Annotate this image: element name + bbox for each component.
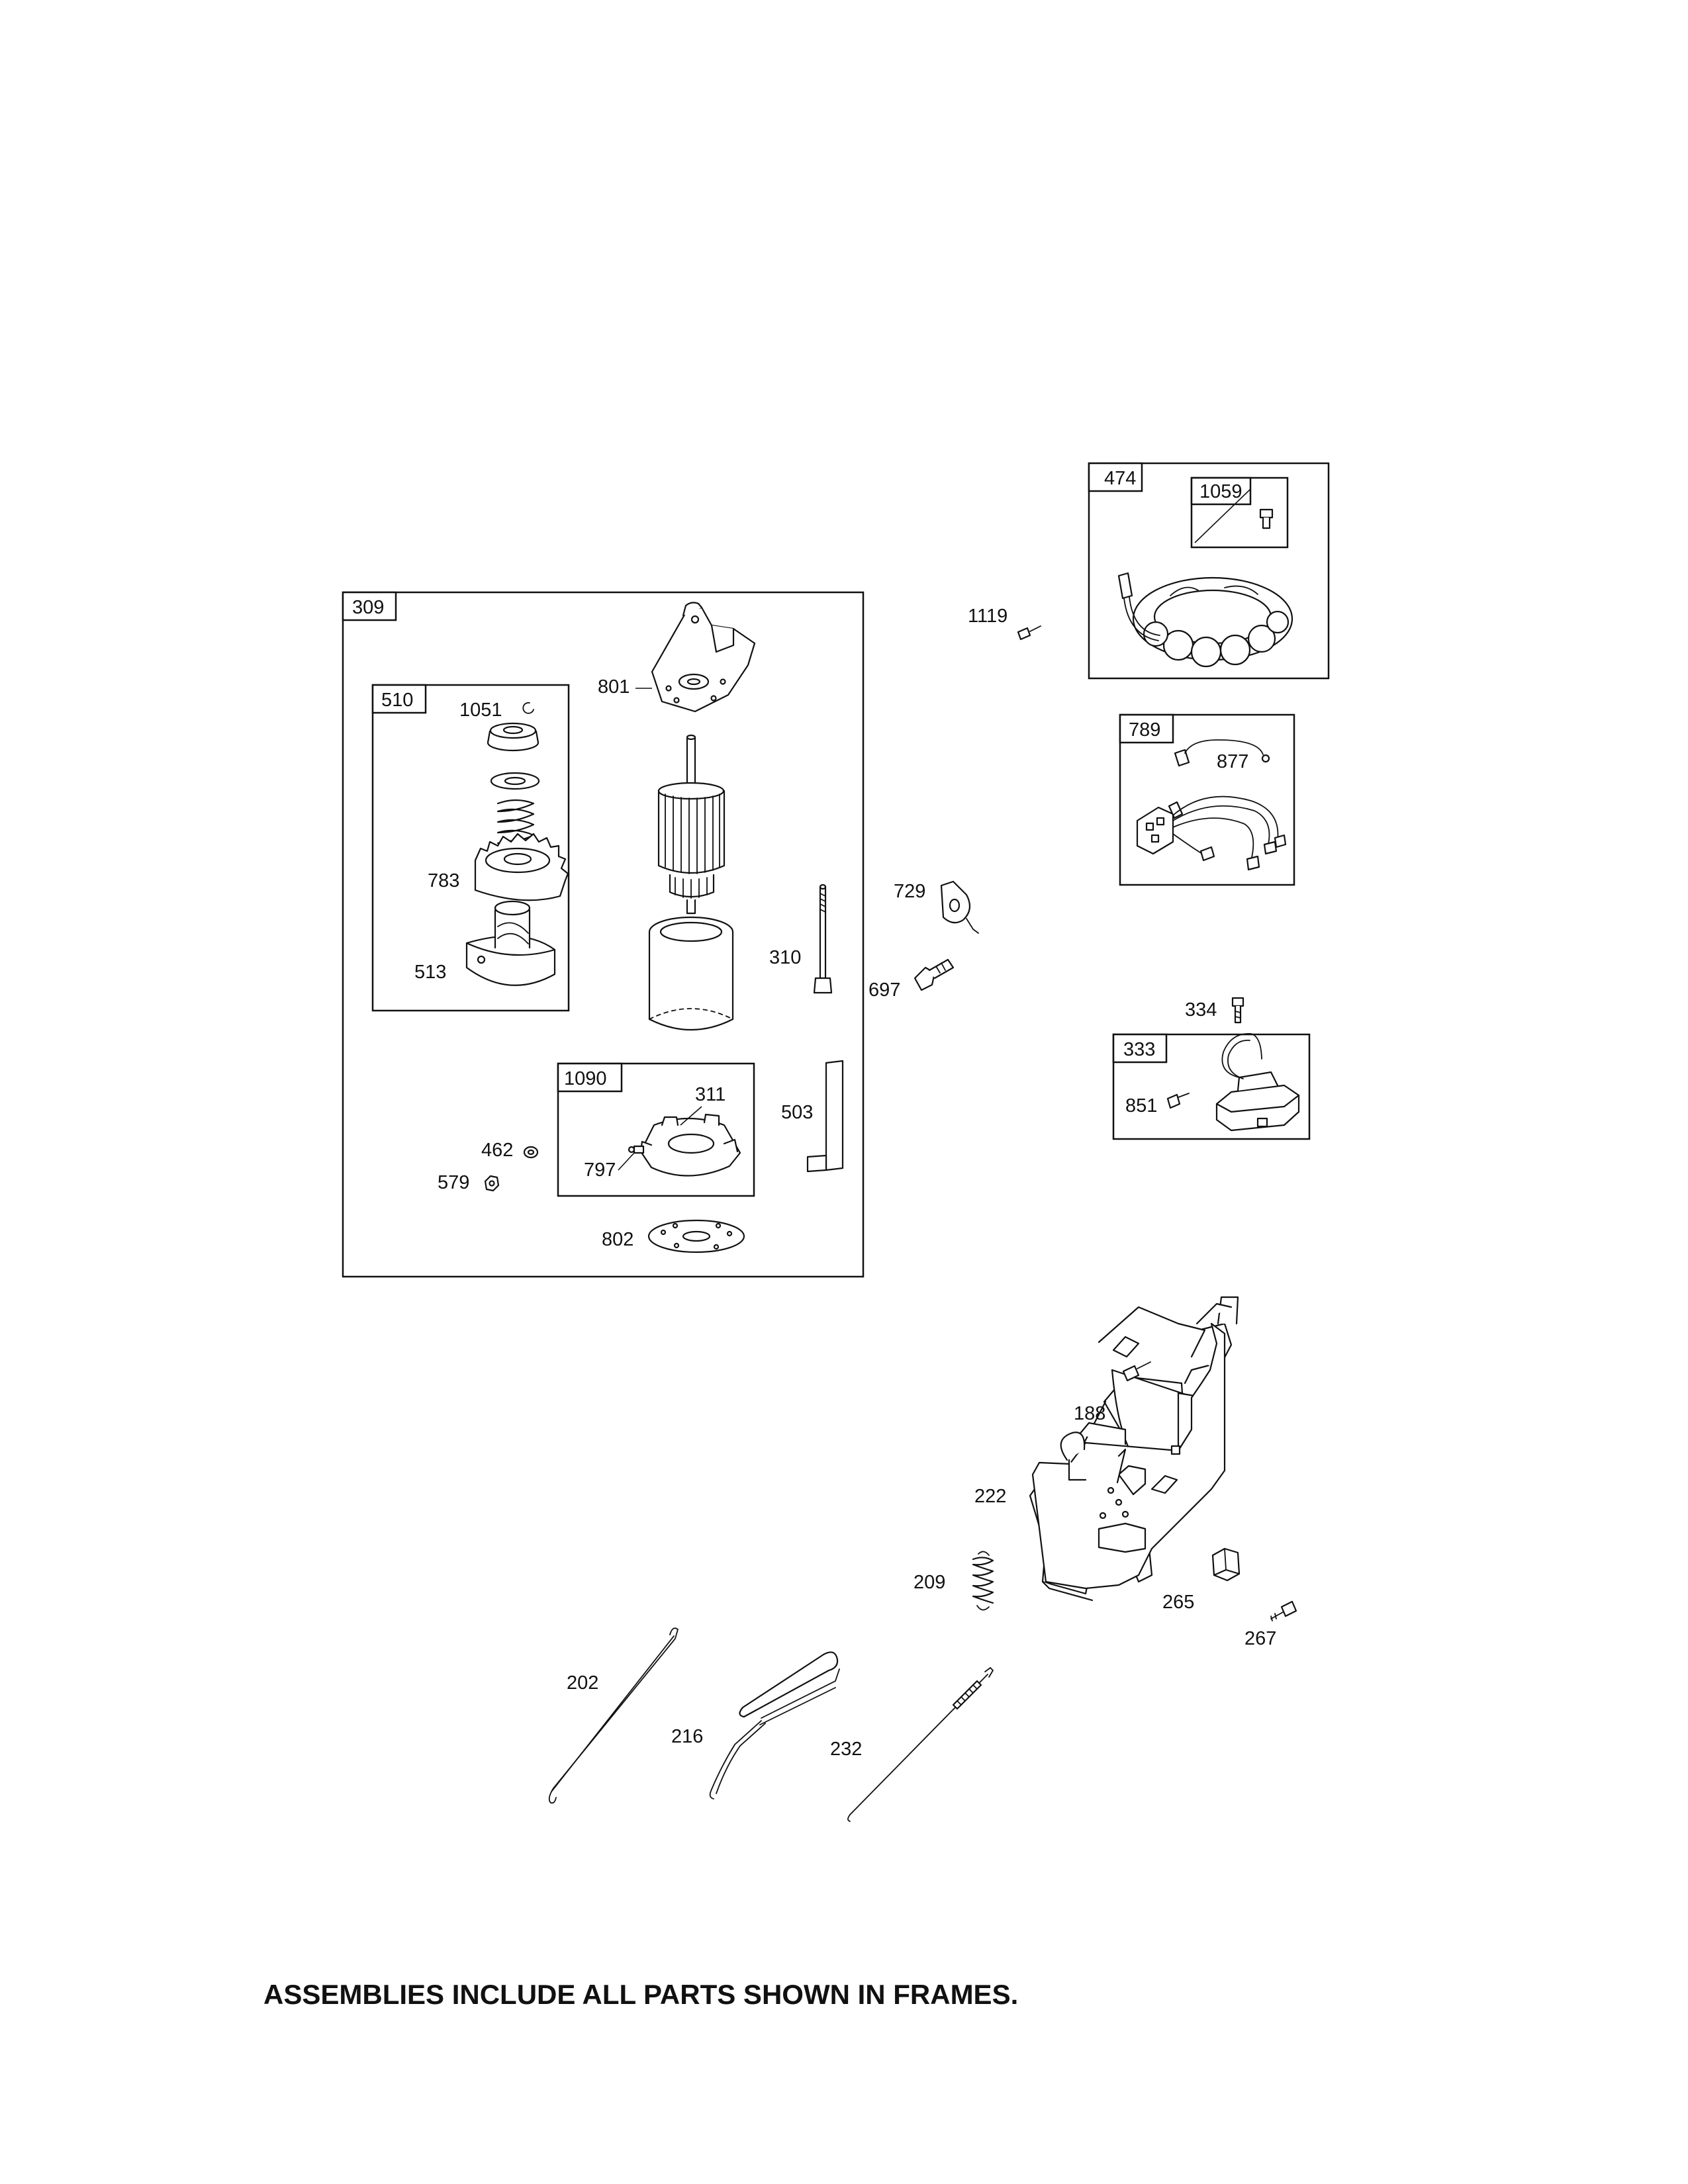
wire-clip-part [940, 880, 979, 934]
drive-housing-part [465, 900, 556, 986]
callout-697: 697 [868, 979, 900, 1001]
washer-part [490, 772, 540, 790]
callout-188: 188 [1074, 1403, 1105, 1424]
callout-334: 334 [1185, 999, 1217, 1021]
clamp-screw-part [1270, 1600, 1297, 1621]
frame-1059-hardware: 1059 [1190, 477, 1289, 549]
stator-ring-part [1117, 572, 1293, 668]
frame-tag-1090: 1090 [564, 1068, 607, 1089]
armature-part [657, 734, 726, 915]
callout-202: 202 [567, 1672, 598, 1694]
brush-end-plate-part [647, 1219, 745, 1253]
callout-797: 797 [584, 1160, 616, 1181]
callout-216: 216 [671, 1726, 703, 1747]
frame-789-wiring-harness: 789 [1119, 713, 1295, 886]
through-bolt-part [813, 884, 833, 994]
callout-209: 209 [914, 1572, 945, 1593]
callout-503: 503 [781, 1102, 813, 1123]
callout-267: 267 [1244, 1628, 1276, 1649]
frame-474-stator: 474 [1088, 462, 1330, 680]
frame-tag-1059: 1059 [1199, 481, 1243, 502]
callout-579: 579 [438, 1172, 469, 1193]
callout-802: 802 [602, 1229, 633, 1250]
coil-screw-part [1231, 997, 1244, 1024]
governor-spring-part [972, 1551, 994, 1611]
callout-851: 851 [1125, 1095, 1157, 1116]
cable-clamp-part [1211, 1547, 1241, 1582]
control-bracket-plate [1031, 1306, 1226, 1590]
assemblies-note: ASSEMBLIES INCLUDE ALL PARTS SHOWN IN FR… [263, 1979, 1019, 2010]
frame-510-drive-assembly: 510 [371, 684, 570, 1012]
callout-801: 801 [598, 676, 630, 698]
pinion-gear-part [474, 833, 569, 901]
stator-screw-part [1259, 508, 1274, 529]
frame-309-starter-motor: 309 [342, 591, 865, 1278]
callout-513: 513 [414, 962, 446, 983]
frame-tag-474: 474 [1104, 468, 1136, 489]
terminal-stud-part [628, 1145, 645, 1154]
callout-232: 232 [830, 1739, 862, 1760]
callout-1119: 1119 [968, 606, 1008, 627]
callout-462: 462 [481, 1140, 513, 1161]
callout-877: 877 [1217, 751, 1248, 772]
hex-nut-part [484, 1175, 500, 1192]
retaining-ring-part [522, 702, 534, 714]
wiring-harness-part [1136, 739, 1287, 871]
bracket-strip-part [806, 1060, 844, 1173]
throttle-link-part [847, 1666, 994, 1822]
frame-tag-309: 309 [352, 597, 384, 618]
ground-terminal-part [1166, 1093, 1190, 1109]
lock-washer-part [523, 1146, 539, 1159]
callout-222: 222 [974, 1486, 1006, 1507]
callout-265: 265 [1162, 1592, 1194, 1613]
frame-333-ignition-coil: 333 [1112, 1033, 1311, 1140]
stop-collar-part [487, 722, 539, 752]
frame-tag-789: 789 [1129, 719, 1160, 741]
callout-783: 783 [428, 870, 459, 891]
callout-311: 311 [695, 1084, 726, 1105]
choke-link-part [709, 1651, 840, 1799]
brush-plate-part [639, 1113, 741, 1177]
callout-310: 310 [769, 947, 801, 968]
motor-housing-part [648, 916, 734, 1031]
flange-bolt-part [914, 958, 955, 991]
frame-tag-333: 333 [1123, 1039, 1155, 1060]
stator-mount-screw-part [1017, 625, 1041, 641]
callout-1051: 1051 [459, 700, 502, 721]
frame-1090-brush-assembly: 1090 [557, 1062, 755, 1197]
end-cap-bracket-part [651, 602, 756, 713]
governor-link-part [548, 1627, 679, 1804]
ignition-coil-part [1215, 1033, 1300, 1132]
frame-tag-510: 510 [381, 690, 413, 711]
bracket-screw-part [1122, 1361, 1151, 1382]
callout-729: 729 [894, 881, 925, 902]
